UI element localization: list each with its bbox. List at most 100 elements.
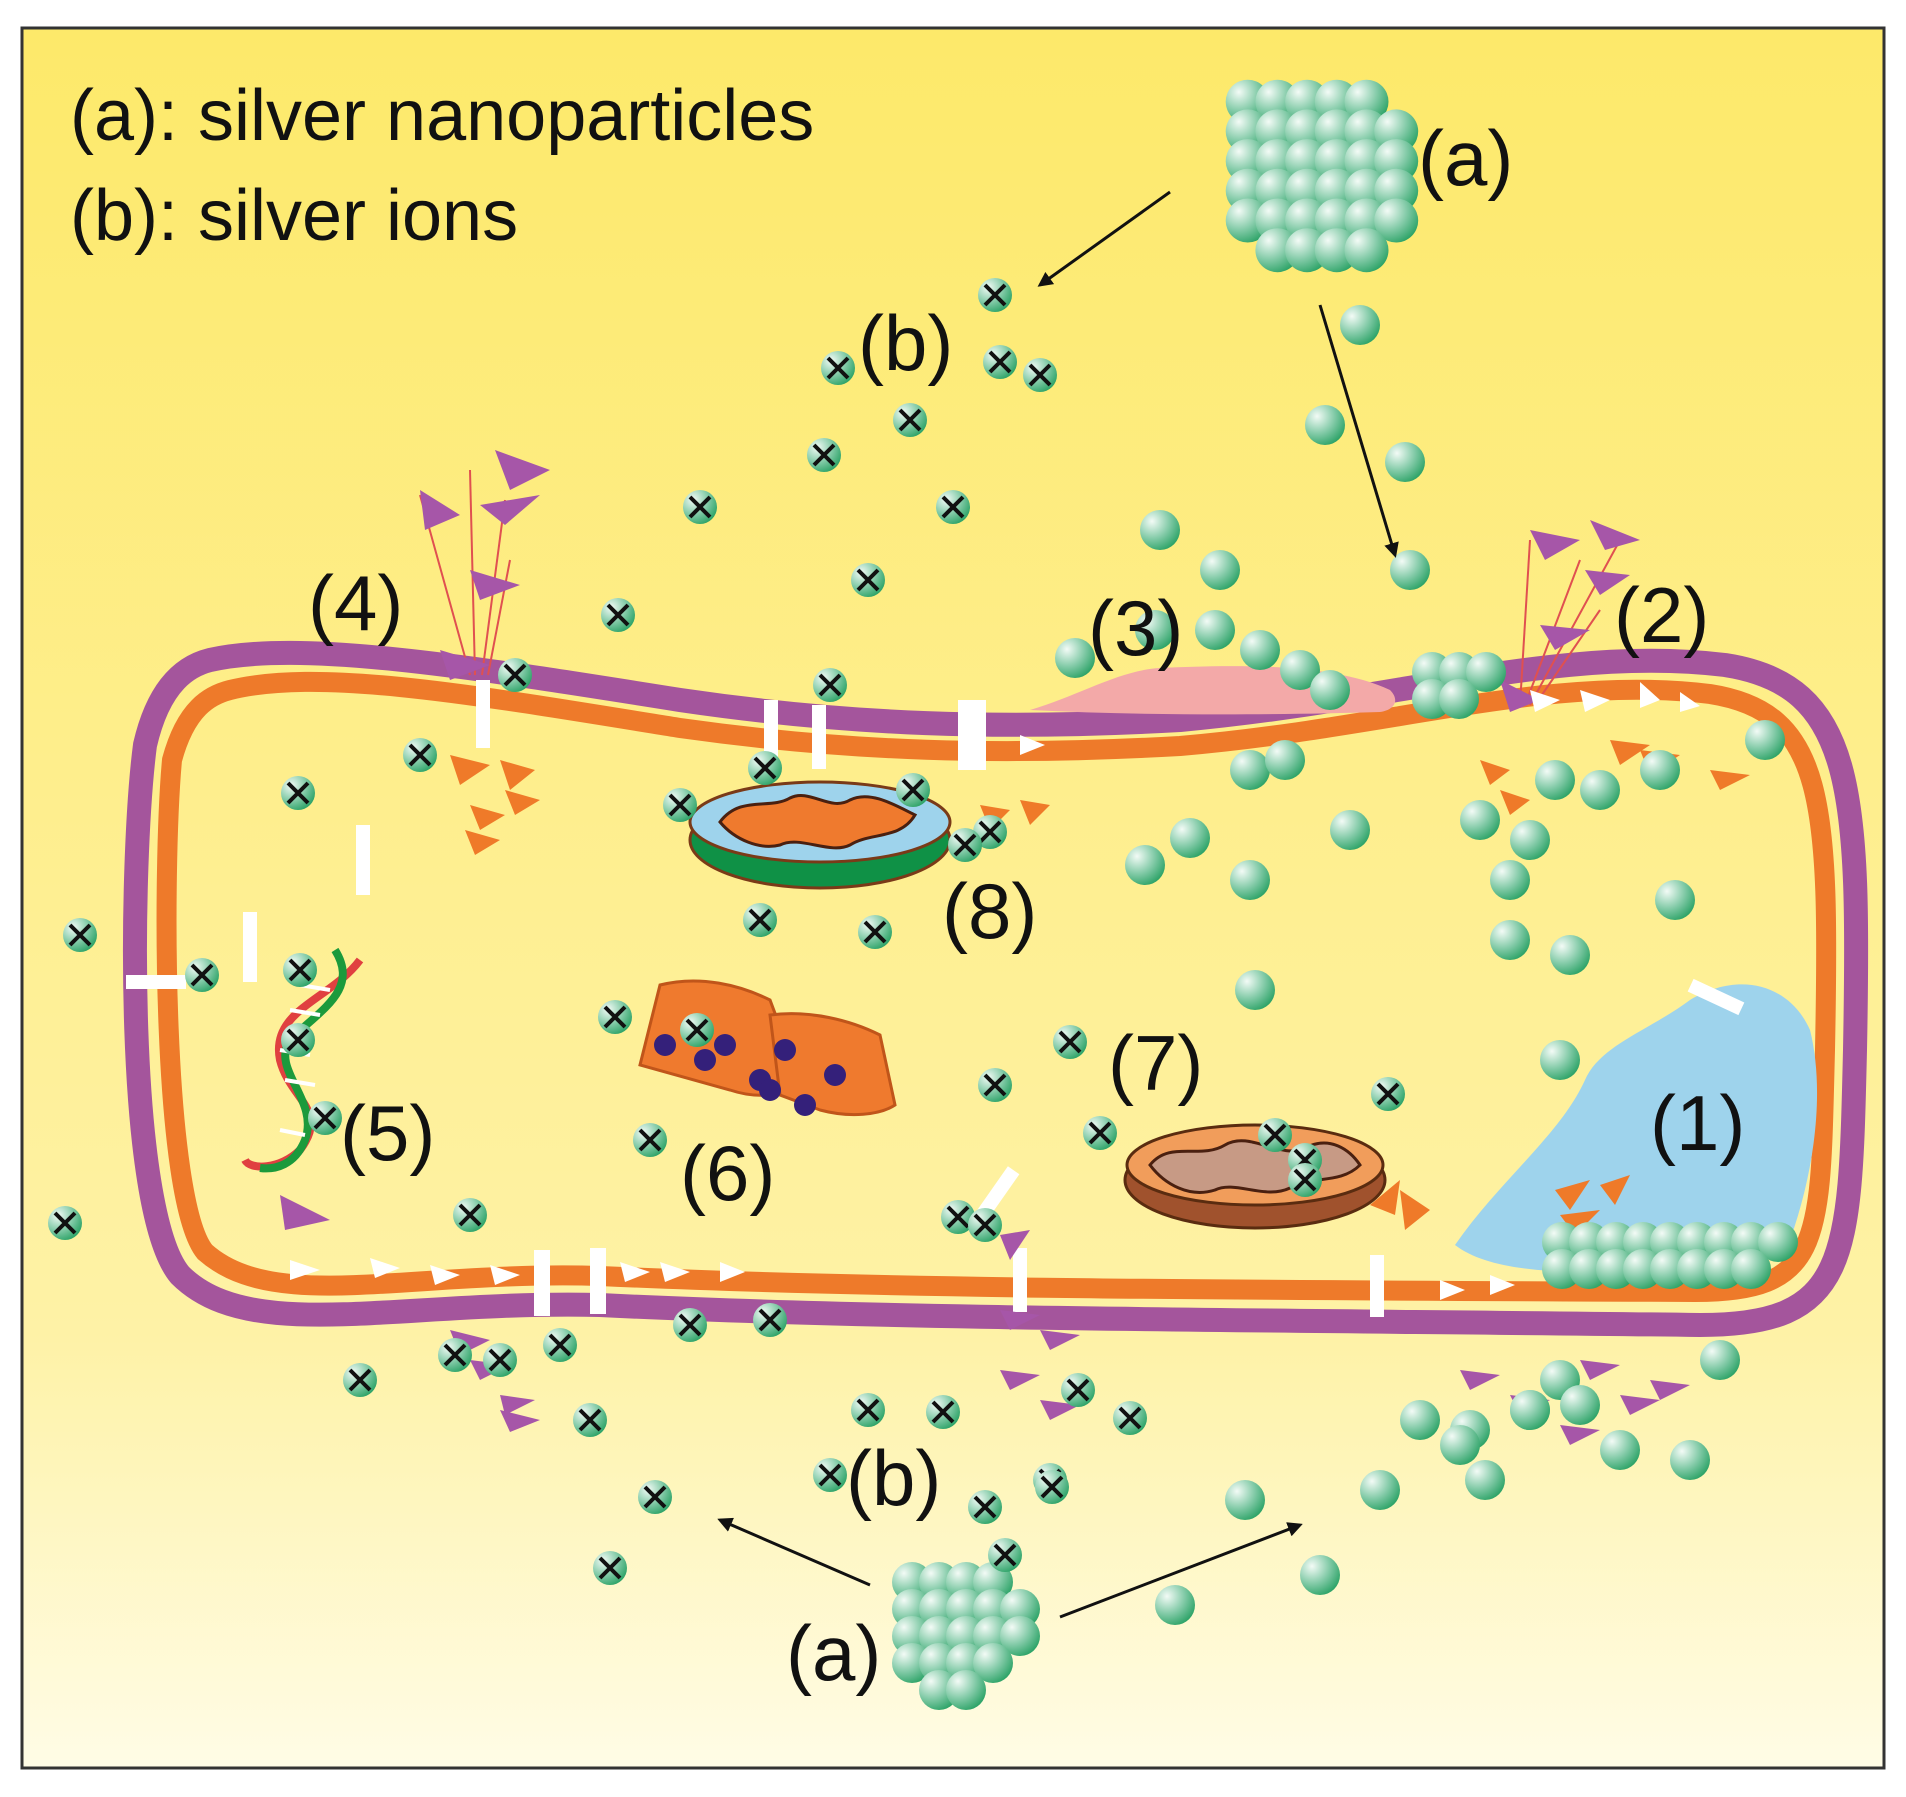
silver-nanoparticle	[1390, 550, 1430, 590]
ribosomes-6	[638, 979, 897, 1116]
outer-membrane	[122, 640, 1869, 1338]
membrane-pores	[126, 680, 1745, 1317]
cluster-particle	[1344, 228, 1389, 273]
silver-ion	[281, 776, 315, 810]
silver-ion	[483, 1343, 517, 1377]
pore	[958, 700, 986, 770]
silver-nanoparticle	[1535, 760, 1575, 800]
biofilm-blob	[1455, 984, 1818, 1273]
silver-nanoparticle	[1195, 610, 1235, 650]
silver-ion	[438, 1338, 472, 1372]
silver-nanoparticle	[1360, 1470, 1400, 1510]
pore	[1370, 1255, 1384, 1317]
silver-ion	[748, 751, 782, 785]
cluster-particle	[1000, 1616, 1040, 1656]
silver-ion	[453, 1198, 487, 1232]
white-triangles	[290, 682, 1700, 1300]
silver-nanoparticle	[1170, 818, 1210, 858]
arrow-top-a-to-cell	[1318, 304, 1399, 558]
silver-ions	[48, 278, 1405, 1585]
silver-ion	[403, 738, 437, 772]
label-1: (1)	[1650, 1079, 1745, 1167]
label-6: (6)	[680, 1129, 775, 1217]
cluster-particle	[1758, 1222, 1798, 1262]
silver-nanoparticle	[1230, 860, 1270, 900]
silver-ion	[851, 563, 885, 597]
label-b-top: (b)	[858, 299, 953, 387]
silver-ion	[988, 1538, 1022, 1572]
silver-nanoparticle	[1135, 610, 1175, 650]
silver-nanoparticle	[1580, 770, 1620, 810]
silver-ion	[593, 1551, 627, 1585]
pore	[476, 680, 490, 748]
silver-nanoparticle	[1225, 1480, 1265, 1520]
silver-ion	[858, 915, 892, 949]
pore	[356, 825, 370, 895]
silver-ion	[813, 668, 847, 702]
organelle-7	[1123, 1123, 1387, 1230]
silver-ion	[63, 918, 97, 952]
silver-nanoparticle	[1340, 305, 1380, 345]
cluster-particle	[1439, 679, 1479, 719]
silver-nanoparticle	[1200, 550, 1240, 590]
silver-nanoparticle	[1700, 1340, 1740, 1380]
silver-nanoparticle	[1510, 1390, 1550, 1430]
silver-nanoparticle	[1310, 670, 1350, 710]
silver-nanoparticle	[1655, 880, 1695, 920]
label-2: (2)	[1614, 571, 1709, 659]
silver-nanoparticle	[1140, 510, 1180, 550]
cluster-particle	[946, 1670, 986, 1710]
silver-nanoparticle	[1460, 800, 1500, 840]
cluster-particle	[973, 1643, 1013, 1683]
silver-nanoparticle	[1670, 1440, 1710, 1480]
silver-nanoparticle	[1230, 750, 1270, 790]
label-3: (3)	[1088, 584, 1183, 672]
legend-silver-ions: (b): silver ions	[70, 176, 518, 256]
silver-nanoparticle	[1330, 810, 1370, 850]
silver-ion	[753, 1303, 787, 1337]
nanoparticle-cluster-top	[1225, 79, 1419, 273]
silver-nanoparticle	[1300, 1555, 1340, 1595]
arrow-bottom-a-right	[1059, 1522, 1303, 1619]
silver-ion	[1371, 1077, 1405, 1111]
silver-ion	[807, 438, 841, 472]
silver-nanoparticle	[1490, 920, 1530, 960]
pore	[126, 975, 186, 989]
label-a-bottom: (a)	[786, 1609, 881, 1697]
silver-ion	[680, 1013, 714, 1047]
legend-silver-nanoparticles: (a): silver nanoparticles	[70, 76, 814, 156]
silver-ion	[683, 490, 717, 524]
silver-nanoparticle	[1400, 1400, 1440, 1440]
silver-ion	[281, 1023, 315, 1057]
silver-ion	[1113, 1401, 1147, 1435]
silver-nanoparticle	[1600, 1430, 1640, 1470]
silver-ion	[633, 1123, 667, 1157]
silver-ion	[638, 1480, 672, 1514]
label-4: (4)	[308, 559, 403, 647]
silver-ion	[978, 1068, 1012, 1102]
silver-ion	[543, 1328, 577, 1362]
silver-nanoparticle	[1540, 1040, 1580, 1080]
silver-ion	[821, 351, 855, 385]
silver-nanoparticle	[1385, 442, 1425, 482]
silver-nanoparticle	[1125, 845, 1165, 885]
purple-triangles	[280, 450, 1690, 1445]
silver-ion	[926, 1395, 960, 1429]
silver-nanoparticle	[1155, 1585, 1195, 1625]
silver-ion	[601, 598, 635, 632]
silver-ion	[1035, 1470, 1069, 1504]
silver-ion	[673, 1308, 707, 1342]
silver-ion	[896, 773, 930, 807]
silver-nanoparticle	[1280, 650, 1320, 690]
silver-ion	[851, 1393, 885, 1427]
silver-ion	[308, 1101, 342, 1135]
label-5: (5)	[340, 1089, 435, 1177]
silver-ion	[893, 403, 927, 437]
label-8: (8)	[942, 867, 1037, 955]
silver-nanoparticle	[1510, 820, 1550, 860]
free-nanoparticles	[1055, 305, 1785, 1625]
silver-nanoparticle	[1560, 1385, 1600, 1425]
silver-ion	[1023, 358, 1057, 392]
nanoparticle-cluster-bottom	[892, 1562, 1040, 1710]
cluster-particle	[1731, 1249, 1771, 1289]
